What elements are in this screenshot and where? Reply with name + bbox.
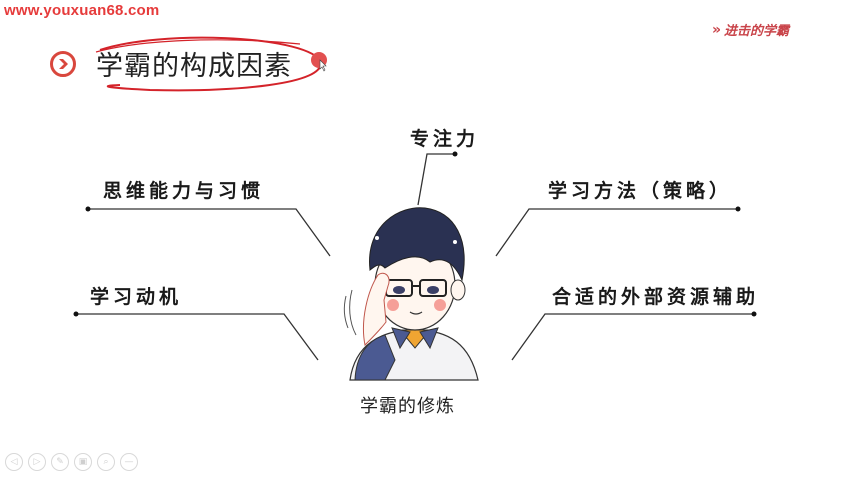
watermark-url: www.youxuan68.com bbox=[4, 2, 160, 19]
student-illustration bbox=[343, 207, 479, 381]
zoom-icon[interactable]: ⌕ bbox=[97, 453, 115, 471]
factor-label-motivation: 学习动机 bbox=[90, 286, 183, 308]
slideshow-controls: ◁ ▷ ✎ ▣ ⌕ — bbox=[5, 453, 138, 471]
brand-logo: » 进击的学霸 bbox=[712, 20, 790, 40]
more-icon[interactable]: — bbox=[120, 453, 138, 471]
brand-text: 进击的学霸 bbox=[724, 24, 790, 39]
factor-label-focus: 专注力 bbox=[410, 128, 480, 150]
factor-label-thinking: 思维能力与习惯 bbox=[103, 180, 265, 202]
laser-pointer-dot bbox=[311, 52, 327, 68]
factor-label-method: 学习方法（策略） bbox=[548, 180, 733, 202]
previous-icon[interactable]: ◁ bbox=[5, 453, 23, 471]
slides-icon[interactable]: ▣ bbox=[74, 453, 92, 471]
pen-icon[interactable]: ✎ bbox=[51, 453, 69, 471]
slide-title: 学霸的构成因素 bbox=[96, 51, 292, 82]
factor-label-resources: 合适的外部资源辅助 bbox=[552, 286, 760, 308]
double-chevron-icon: » bbox=[712, 21, 721, 38]
slide-title-block: 学霸的构成因素 bbox=[50, 44, 292, 83]
chevron-right-circle-icon bbox=[50, 50, 76, 77]
next-icon[interactable]: ▷ bbox=[28, 453, 46, 471]
center-caption: 学霸的修炼 bbox=[360, 396, 455, 417]
